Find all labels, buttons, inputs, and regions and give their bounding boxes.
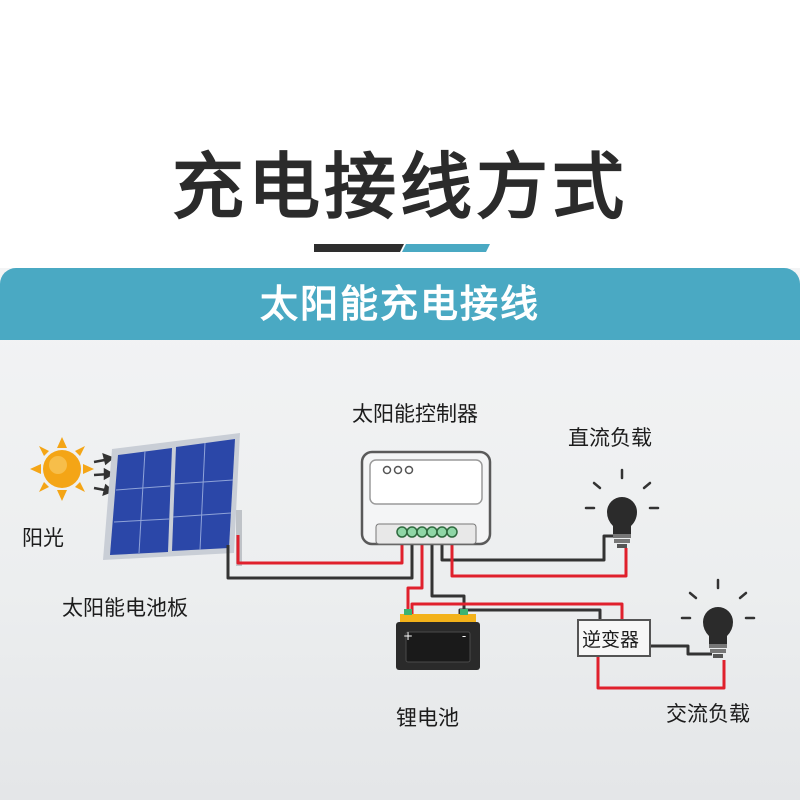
wire-ac-load-a bbox=[650, 644, 712, 656]
wire-panel-positive bbox=[236, 532, 404, 565]
label-controller: 太阳能控制器 bbox=[352, 402, 478, 426]
wire-panel-negative bbox=[226, 532, 414, 580]
bulb-icon bbox=[680, 578, 756, 658]
battery-positive-label: + bbox=[403, 629, 413, 643]
controller-icon bbox=[360, 450, 492, 546]
label-solar-panel: 太阳能电池板 bbox=[62, 596, 188, 620]
wire-ac-load-b bbox=[596, 656, 726, 690]
wires bbox=[226, 532, 726, 690]
label-inverter: 逆变器 bbox=[582, 629, 640, 651]
label-battery: 锂电池 bbox=[396, 706, 459, 730]
wire-dc-load-a bbox=[440, 532, 622, 562]
wire-battery-positive bbox=[406, 532, 424, 614]
solar-panel-icon bbox=[103, 433, 242, 566]
label-ac-load: 交流负载 bbox=[666, 702, 750, 726]
wire-dc-load-b bbox=[450, 532, 628, 578]
inverter-icon bbox=[577, 619, 651, 657]
section-banner: 太阳能充电接线 bbox=[0, 268, 800, 340]
bulb-icon bbox=[584, 468, 660, 548]
banner-title: 太阳能充电接线 bbox=[259, 282, 540, 326]
label-dc-load: 直流负载 bbox=[568, 426, 652, 450]
wire-inverter-negative bbox=[458, 608, 602, 620]
battery-negative-label: - bbox=[462, 629, 466, 643]
battery-icon: + - bbox=[396, 609, 480, 670]
title-divider bbox=[314, 244, 490, 252]
page-title: 充电接线方式 bbox=[171, 145, 628, 229]
label-sun: 阳光 bbox=[22, 526, 64, 550]
sun-icon bbox=[30, 437, 94, 501]
